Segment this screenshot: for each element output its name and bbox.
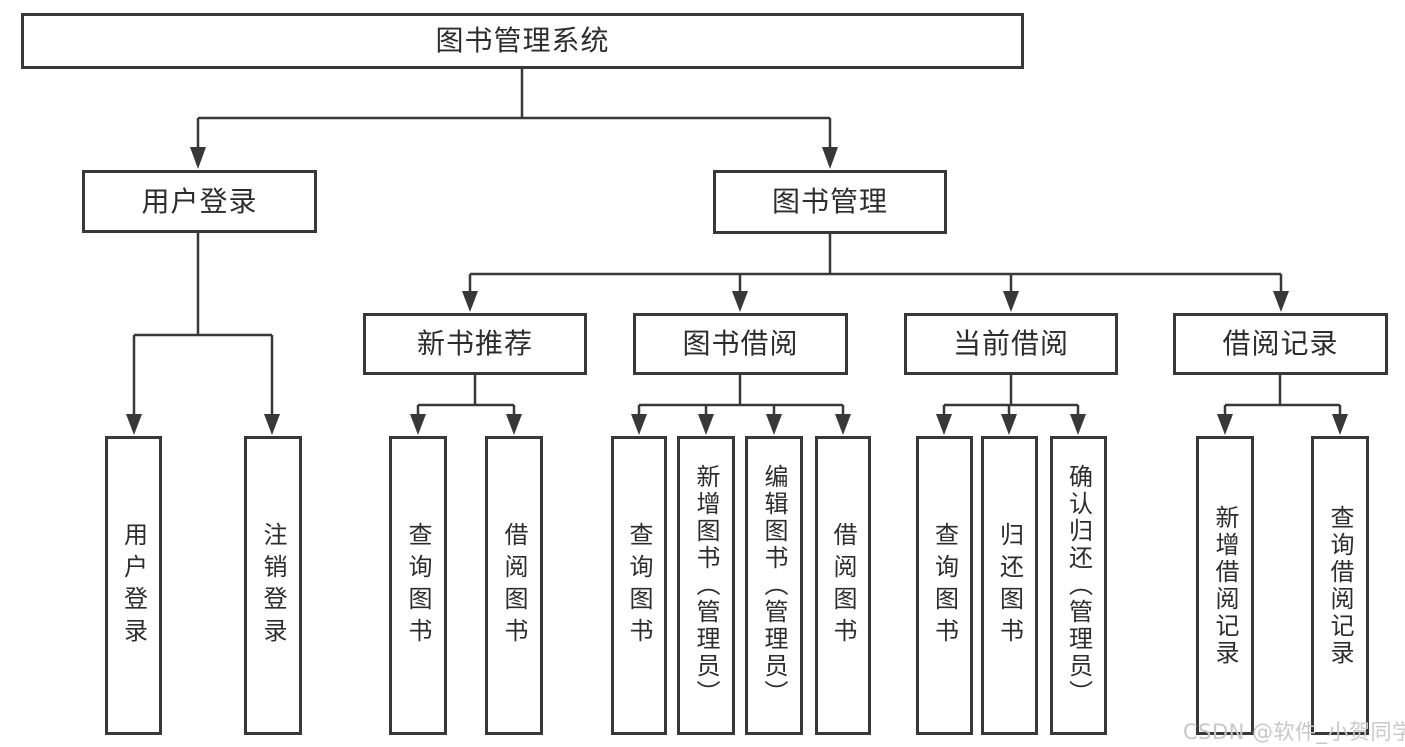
node-leaf-user-login: 用户登录: [105, 436, 162, 735]
csdn-watermark: CSDN @软件_小贺同学: [1183, 720, 1405, 744]
node-leaf-query-books-3-label: 查询图书: [930, 521, 959, 650]
node-leaf-edit-book-admin-label: 编辑图书（管理员）: [760, 464, 788, 707]
node-leaf-query-books-3: 查询图书: [916, 436, 973, 735]
node-leaf-logout-label: 注销登录: [259, 521, 287, 650]
node-current-borrowing: 当前借阅: [904, 313, 1118, 375]
node-new-book-recommend-label: 新书推荐: [416, 327, 533, 360]
node-leaf-query-borrow-record-label: 查询借阅记录: [1326, 504, 1354, 667]
node-leaf-borrow-books-2: 借阅图书: [815, 436, 871, 735]
node-root-system: 图书管理系统: [21, 13, 1024, 69]
node-leaf-query-books-1: 查询图书: [389, 436, 447, 735]
node-leaf-query-books-2: 查询图书: [611, 436, 667, 735]
node-user-login: 用户登录: [82, 170, 317, 233]
node-leaf-add-book-admin: 新增图书（管理员）: [677, 436, 735, 735]
node-leaf-confirm-return-admin-label: 确认归还（管理员）: [1064, 464, 1093, 707]
node-book-borrowing-label: 图书借阅: [682, 327, 799, 360]
node-leaf-return-books-label: 归还图书: [995, 521, 1024, 650]
node-current-borrowing-label: 当前借阅: [952, 327, 1069, 360]
node-leaf-user-login-label: 用户登录: [119, 521, 148, 650]
node-user-login-label: 用户登录: [141, 184, 258, 218]
node-leaf-query-borrow-record: 查询借阅记录: [1311, 436, 1369, 735]
node-leaf-borrow-books-1-label: 借阅图书: [500, 521, 528, 650]
node-leaf-return-books: 归还图书: [981, 436, 1038, 735]
node-leaf-add-borrow-record-label: 新增借阅记录: [1211, 504, 1239, 667]
node-book-management-label: 图书管理: [771, 185, 888, 218]
node-borrowing-records-label: 借阅记录: [1222, 327, 1339, 360]
node-root-system-label: 图书管理系统: [435, 24, 610, 57]
node-leaf-query-books-2-label: 查询图书: [625, 521, 653, 650]
node-borrowing-records: 借阅记录: [1173, 313, 1388, 375]
node-leaf-add-book-admin-label: 新增图书（管理员）: [692, 464, 720, 707]
node-leaf-borrow-books-1: 借阅图书: [485, 436, 543, 735]
node-leaf-confirm-return-admin: 确认归还（管理员）: [1050, 436, 1107, 735]
node-leaf-query-books-1-label: 查询图书: [404, 521, 432, 650]
node-leaf-borrow-books-2-label: 借阅图书: [829, 521, 857, 650]
node-leaf-logout: 注销登录: [244, 436, 302, 735]
node-book-management: 图书管理: [713, 170, 947, 234]
node-book-borrowing: 图书借阅: [633, 313, 848, 375]
node-leaf-edit-book-admin: 编辑图书（管理员）: [745, 436, 803, 735]
node-new-book-recommend: 新书推荐: [363, 313, 587, 375]
node-leaf-add-borrow-record: 新增借阅记录: [1196, 436, 1254, 735]
